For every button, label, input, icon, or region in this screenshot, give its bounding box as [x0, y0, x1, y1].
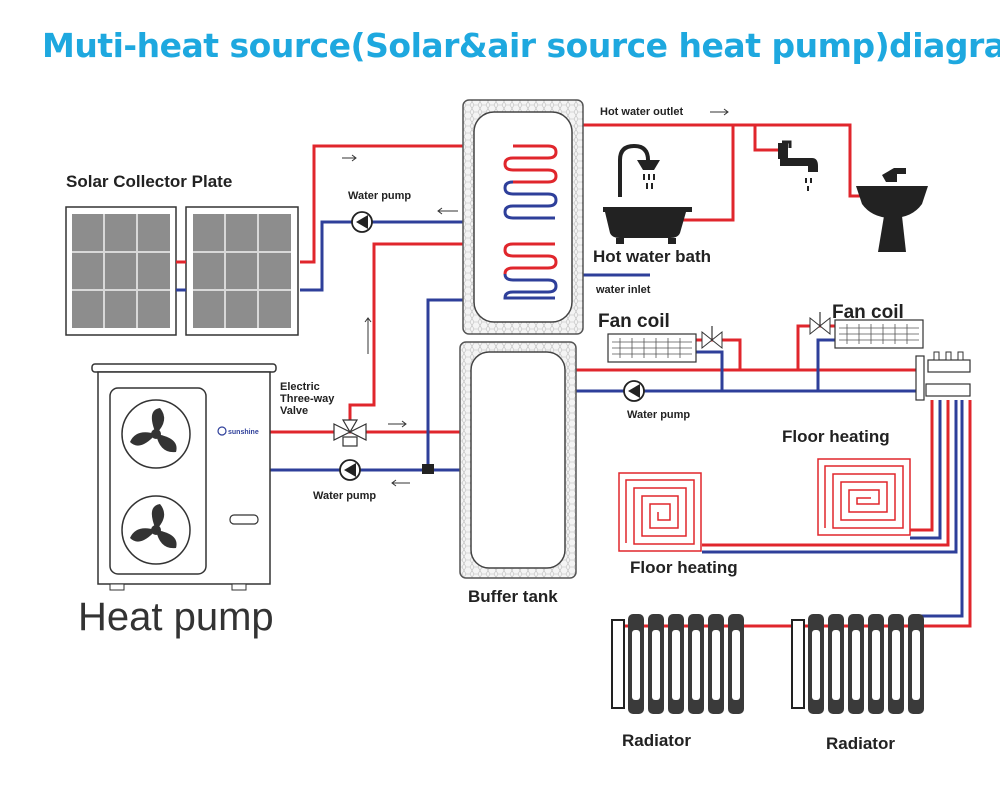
radiator-right	[791, 614, 924, 714]
tap-branch-pipe	[753, 125, 780, 152]
heat-pump-unit	[91, 363, 277, 591]
heat-pump-label: Heat pump	[78, 595, 274, 639]
bathtub-icon	[603, 143, 692, 244]
floor-right-return	[910, 400, 942, 540]
water-pump-mid-label: Water pump	[627, 409, 690, 421]
solar-collector-plates	[65, 206, 299, 336]
floor-heating-coil-left	[618, 472, 702, 552]
bath-branch-pipe	[680, 125, 735, 222]
valve-to-coil-pipe	[348, 242, 555, 420]
fan-coil-right	[809, 312, 924, 349]
pipes	[270, 123, 972, 628]
radiator-left	[611, 614, 744, 714]
fan-coil-left-label: Fan coil	[598, 311, 670, 332]
brand-logo-text: sunshine	[228, 429, 259, 436]
solar-collector-label: Solar Collector Plate	[66, 172, 232, 191]
radiator-return-pipe	[918, 400, 964, 618]
buffer-tank	[459, 341, 577, 579]
fan-coil-right-return	[816, 338, 835, 391]
fan-coil-left	[607, 326, 723, 363]
water-inlet-label: water inlet	[595, 284, 651, 296]
flow-arrows	[342, 108, 729, 487]
water-pump-bottom-label: Water pump	[313, 490, 376, 502]
hot-water-outlet-pipe	[553, 123, 866, 198]
pipe-tee	[422, 464, 434, 474]
floor-heating-right-label: Floor heating	[782, 427, 890, 446]
solar-return-pipe	[300, 220, 555, 292]
three-way-valve-icon	[333, 419, 367, 447]
floor-heating-coil-right	[817, 458, 911, 536]
radiator-left-label: Radiator	[622, 731, 691, 750]
sink-icon	[856, 168, 928, 252]
fan-coil-left-return	[696, 350, 724, 391]
floor-right-supply	[910, 400, 934, 532]
floor-heating-left-label: Floor heating	[630, 558, 738, 577]
water-pump-top-icon	[351, 211, 373, 233]
faucet-icon	[778, 140, 818, 191]
valve-label-line1: Electric	[280, 381, 320, 393]
floor-left-supply	[702, 400, 950, 547]
water-pump-mid-icon	[623, 380, 645, 402]
floor-left-return	[702, 400, 958, 554]
manifold	[915, 351, 971, 401]
valve-label-line2: Three-way	[280, 393, 335, 405]
radiator-right-label: Radiator	[826, 734, 895, 753]
fan-coil-right-label: Fan coil	[832, 302, 904, 323]
water-pump-top-label: Water pump	[348, 190, 411, 202]
diagram-title: Muti-heat source(Solar&air source heat p…	[42, 26, 1000, 65]
solar-hot-pipe	[300, 144, 555, 264]
hot-water-outlet-label: Hot water outlet	[600, 106, 683, 118]
valve-label-line3: Valve	[280, 405, 308, 417]
water-pump-bottom-icon	[339, 459, 361, 481]
buffer-tank-label: Buffer tank	[468, 587, 558, 606]
hot-water-tank	[462, 99, 584, 335]
hot-water-bath-label: Hot water bath	[593, 247, 711, 266]
